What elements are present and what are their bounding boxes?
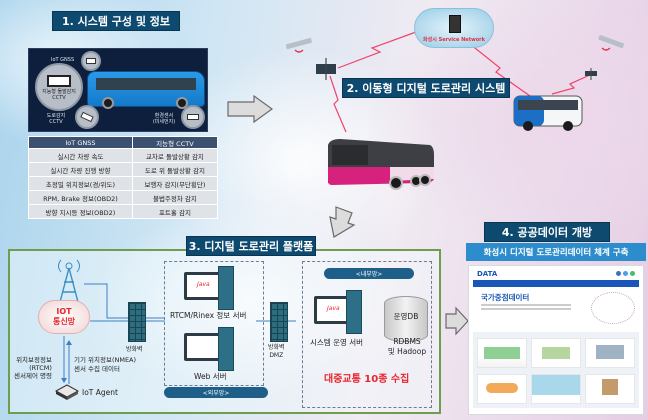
section4-title: 4. 공공데이터 개방 — [484, 222, 610, 242]
gnss-sensor-icon — [81, 51, 101, 71]
firewall-label: 방화벽 — [126, 346, 143, 353]
satellite-left-icon — [285, 37, 313, 53]
external-network-badge: <외부망> — [164, 387, 268, 398]
portal-card — [477, 338, 527, 368]
gps-antenna-icon — [585, 68, 597, 80]
flow-arrow-down-icon — [329, 206, 356, 238]
iot-label: IOT — [56, 307, 72, 316]
collection-note: 대중교통 10종 수집 — [324, 374, 410, 385]
blue-bus-illustration — [87, 71, 205, 109]
dmz-firewall-icon — [270, 302, 288, 342]
section3-title: 3. 디지털 도로관리 플랫폼 — [186, 236, 316, 256]
public-data-portal-screenshot: DATA 국가중점데이터 — [468, 265, 644, 415]
gps-station-icon — [316, 58, 336, 80]
pink-bus-illustration — [328, 139, 434, 190]
portal-card — [585, 374, 635, 404]
iot-agent-label: IoT Agent — [82, 388, 118, 397]
portal-card — [477, 374, 527, 404]
web-server-tower-icon — [218, 327, 234, 371]
bus-sensor-panel: IoT GNSS 지능형 돌발감지 CCTV 도로감지 CCTV 환경센서 (미… — [28, 48, 208, 132]
table-cell: 보행자 감지(무단횡단) — [131, 176, 219, 191]
portal-card — [531, 374, 581, 404]
section1-title: 1. 시스템 구성 및 정보 — [52, 11, 180, 31]
incident-cctv-label: 지능형 돌발감지 CCTV — [42, 89, 76, 101]
table-cell: 교차로 돌발상황 감지 — [131, 148, 219, 163]
external-network-zone — [164, 261, 264, 386]
section2-title: 2. 이동형 디지털 도로관리 시스템 — [342, 78, 510, 98]
rtcm-server-label: RTCM/Rinex 정보 서버 — [170, 311, 247, 320]
incident-cctv-icon — [35, 63, 83, 111]
rtcm-server-tower-icon — [218, 266, 234, 310]
table-header-gnss: IoT GNSS — [28, 136, 133, 149]
table-cell: 도로 위 돌발상황 감지 — [131, 162, 219, 177]
env-sensor-label: 환경센서 (미세먼지) — [152, 113, 176, 125]
portal-card — [531, 338, 581, 368]
iot-network-cloud: IOT 통신망 — [38, 300, 90, 334]
road-cctv-icon — [75, 105, 99, 129]
db-type-label: RDBMS 및 Hadoop — [387, 337, 427, 356]
table-cell: 포트홀 감지 — [131, 204, 219, 219]
service-network-label: 화성시 Service Network — [423, 37, 485, 43]
ops-server-label: 시스템 운영 서버 — [310, 338, 364, 347]
road-cctv-label: 도로감지 CCTV — [46, 113, 66, 125]
iot-network-label: 통신망 — [52, 317, 76, 326]
dmz-firewall-label: 방화벽 DMZ — [268, 344, 285, 359]
up-info-label: 기기 위치정보(NMEA) 센서 수집 데이터 — [74, 356, 137, 373]
flow-arrow-right-small-icon — [445, 306, 469, 336]
flow-arrow-right-icon — [227, 94, 274, 124]
portal-nav-bar — [473, 280, 639, 287]
ops-server-tower-icon — [346, 290, 362, 334]
section4-subtitle: 화성시 디지털 도로관리데이터 체계 구축 — [466, 243, 646, 261]
antenna-tower-icon — [58, 259, 80, 302]
table-cell: RPM, Brake 정보(OBD2) — [28, 190, 133, 205]
server-icon — [449, 15, 461, 33]
gnss-label: IoT GNSS — [51, 57, 75, 63]
table-cell: 방향 지시등 정보(OBD2) — [28, 204, 133, 219]
table-cell: 초정밀 위치정보(경/위도) — [28, 176, 133, 191]
rtcm-server-monitor-icon: Java — [184, 272, 224, 300]
portal-data-graphic — [591, 292, 635, 324]
down-info-label: 위치보정정보 (RTCM) 센서제어 명령 — [14, 356, 52, 380]
service-network-cloud: 화성시 Service Network — [414, 8, 494, 48]
portal-heading: 국가중점데이터 — [481, 293, 530, 302]
portal-card — [585, 338, 635, 368]
internal-network-zone — [302, 261, 432, 408]
internal-network-badge: <내부망> — [324, 268, 414, 279]
table-row: 초정밀 위치정보(경/위도)보행자 감지(무단횡단) — [28, 176, 219, 191]
env-sensor-icon — [181, 105, 205, 129]
table-row: RPM, Brake 정보(OBD2)불법주정차 감지 — [28, 190, 219, 205]
iot-agent-device-icon — [54, 384, 80, 400]
small-bus-illustration — [513, 95, 583, 131]
web-server-label: Web 서버 — [194, 372, 227, 381]
table-row: 방향 지시등 정보(OBD2)포트홀 감지 — [28, 204, 219, 219]
signal-links — [329, 31, 593, 133]
firewall-icon — [128, 302, 146, 342]
database-icon: 운영DB — [384, 296, 428, 342]
satellite-right-icon — [598, 34, 625, 51]
portal-logo: DATA — [477, 270, 498, 278]
